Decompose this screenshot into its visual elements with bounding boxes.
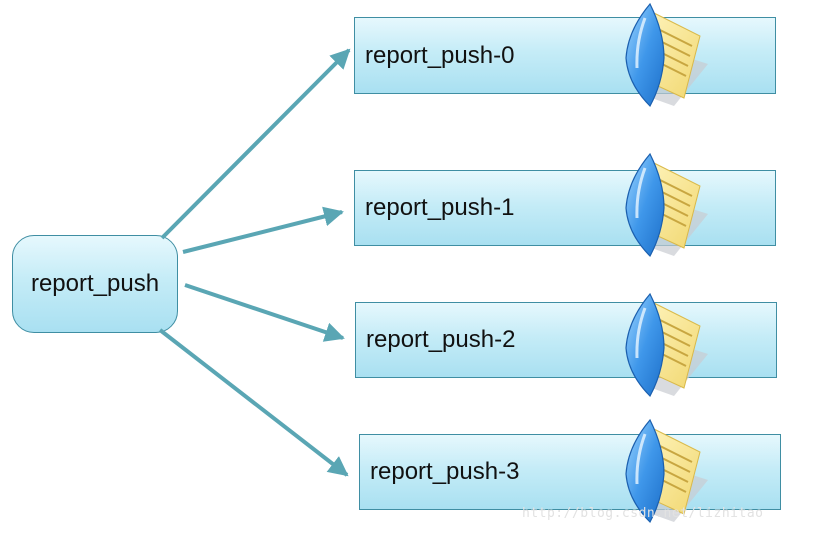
target-node-label: report_push-3: [370, 458, 520, 485]
target-node-label: report_push-0: [365, 41, 515, 69]
target-node-label: report_push-2: [366, 326, 516, 353]
edge-to-report-push-0: [160, 48, 351, 240]
edge-to-report-push-1: [182, 206, 344, 254]
target-node-3: report_push-3: [359, 434, 781, 510]
source-node: report_push: [12, 235, 178, 333]
edge-to-report-push-2: [184, 283, 345, 342]
folder-document-icon: [625, 418, 708, 523]
folder-document-icon: [625, 152, 708, 257]
edge-to-report-push-3: [158, 328, 349, 477]
target-node-label: report_push-1: [365, 194, 515, 221]
source-node-label: report_push: [30, 270, 160, 297]
target-node-2: report_push-2: [355, 302, 777, 378]
folder-document-icon: [625, 292, 708, 397]
watermark: http://blog.csdn.net/lizhitao: [522, 506, 764, 521]
target-node-0: report_push-0: [354, 17, 776, 94]
target-node-1: report_push-1: [354, 170, 776, 246]
folder-document-icon: [625, 2, 708, 107]
